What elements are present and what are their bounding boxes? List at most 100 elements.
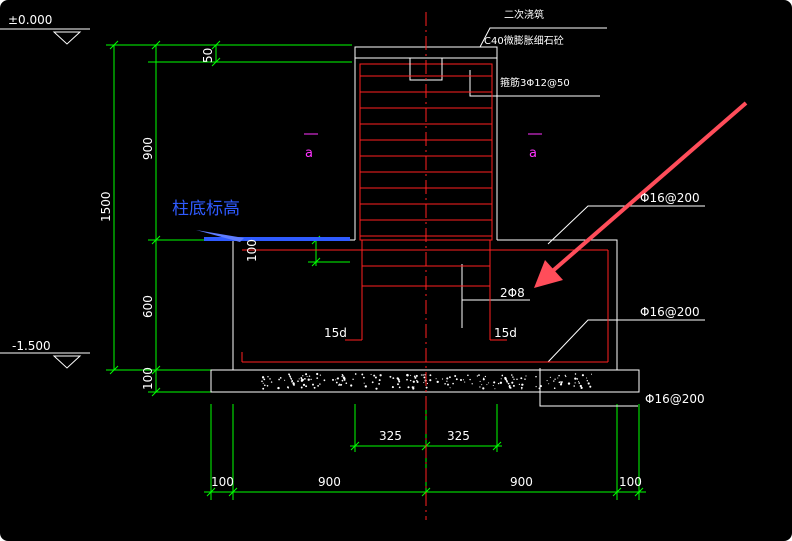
hatch-dot bbox=[444, 383, 446, 385]
hatch-dot bbox=[586, 377, 588, 379]
hatch-dot bbox=[406, 378, 408, 381]
hatch-dot bbox=[492, 384, 494, 387]
hatch-dot bbox=[262, 382, 264, 384]
hatch-dot bbox=[574, 377, 577, 380]
dim-900: 900 bbox=[141, 137, 155, 160]
hatch-dot bbox=[279, 377, 282, 379]
hatch-dot bbox=[341, 379, 344, 382]
hatch-dot bbox=[524, 378, 526, 380]
elevation-top-label: ±0.000 bbox=[8, 13, 52, 27]
hatch-dot bbox=[448, 376, 451, 379]
hatch-dot bbox=[352, 378, 354, 381]
hatch-dot bbox=[435, 378, 437, 380]
hatch-dot bbox=[263, 384, 266, 387]
hatch-dot bbox=[516, 378, 518, 381]
hatch-dot bbox=[397, 383, 399, 386]
hatch-dot bbox=[482, 387, 485, 390]
blue-pointer-arrow bbox=[196, 230, 350, 242]
hatch-dot bbox=[398, 380, 401, 383]
hatch-dot bbox=[459, 378, 463, 382]
hatch-dot bbox=[316, 377, 319, 379]
stirrups bbox=[360, 75, 492, 287]
hatch-dot bbox=[398, 386, 401, 389]
hatch-dot bbox=[521, 383, 524, 386]
rebar-spec-bottom: Φ16@200 bbox=[645, 392, 705, 406]
dim-900-left: 900 bbox=[318, 475, 341, 489]
hatch-dot bbox=[379, 374, 382, 377]
hatch-dot bbox=[302, 383, 306, 386]
hatch-dot bbox=[484, 375, 487, 378]
hatch-dot bbox=[520, 377, 523, 380]
hatch-dot bbox=[370, 373, 372, 375]
hatch-dot bbox=[374, 376, 377, 379]
hatch-dot bbox=[413, 386, 415, 388]
hatch-dot bbox=[588, 383, 590, 385]
hatch-dot bbox=[518, 383, 521, 386]
hatch-dot bbox=[578, 382, 581, 384]
hatch-dot bbox=[332, 378, 334, 381]
hatch-dot bbox=[424, 374, 426, 376]
hatch-dot bbox=[590, 373, 593, 375]
hatch-dot bbox=[462, 379, 464, 381]
hatch-dot bbox=[310, 378, 312, 381]
hatch-dot bbox=[504, 377, 507, 381]
hatch-dot bbox=[420, 374, 422, 376]
hatch-dot bbox=[350, 384, 353, 387]
blinding-hatch bbox=[261, 372, 593, 390]
hatch-dot bbox=[373, 374, 376, 377]
secondary-pour-label: 二次浇筑 bbox=[504, 8, 544, 21]
hatch-dot bbox=[525, 375, 527, 377]
hatch-dot bbox=[486, 384, 488, 386]
hatch-dot bbox=[317, 385, 319, 387]
dim-600: 600 bbox=[141, 295, 155, 318]
hatch-dot bbox=[378, 383, 380, 385]
hatch-dot bbox=[414, 376, 417, 379]
rebar-spec-mid: Φ16@200 bbox=[640, 305, 700, 319]
hatch-dot bbox=[436, 380, 439, 384]
hatch-dot bbox=[289, 376, 291, 378]
hatch-dot bbox=[269, 378, 271, 380]
hatch-dot bbox=[574, 382, 576, 384]
hatch-dot bbox=[298, 378, 300, 380]
hatch-dot bbox=[535, 386, 537, 388]
hatch-dot bbox=[261, 376, 265, 379]
hatch-dot bbox=[270, 381, 273, 383]
hatch-dot bbox=[488, 382, 490, 384]
dim-900-right: 900 bbox=[510, 475, 533, 489]
hatch-dot bbox=[307, 378, 310, 381]
hatch-dot bbox=[589, 385, 592, 388]
hatch-dot bbox=[319, 374, 322, 376]
column-base-elevation-label: 柱底标高 bbox=[172, 199, 240, 219]
hatch-dot bbox=[410, 379, 412, 382]
dim-100-left: 100 bbox=[211, 475, 234, 489]
hatch-dot bbox=[378, 379, 381, 382]
hatch-dot bbox=[449, 387, 451, 389]
hatch-dot bbox=[308, 375, 311, 377]
hatch-dot bbox=[292, 380, 294, 382]
hatch-dot bbox=[278, 378, 280, 381]
hatch-dot bbox=[345, 382, 348, 385]
hatch-dot bbox=[267, 375, 269, 378]
hatch-dot bbox=[338, 383, 341, 385]
hatch-dot bbox=[312, 383, 314, 386]
dim-100-lower: 100 bbox=[141, 367, 155, 390]
hatch-dot bbox=[579, 384, 582, 388]
hatch-dot bbox=[497, 382, 500, 385]
hatch-dot bbox=[452, 382, 454, 385]
hatch-dot bbox=[574, 373, 577, 375]
hatch-dot bbox=[557, 377, 559, 379]
hatch-dot bbox=[354, 373, 357, 375]
hatch-dot bbox=[479, 380, 481, 382]
hatch-dot bbox=[538, 387, 541, 390]
hatch-dot bbox=[412, 380, 415, 383]
hatch-dot bbox=[341, 375, 343, 378]
hatch-dot bbox=[426, 382, 428, 385]
hatch-dot bbox=[564, 374, 566, 377]
hatch-dot bbox=[305, 385, 308, 388]
dim-50: 50 bbox=[201, 48, 215, 63]
elevation-mark-top bbox=[52, 31, 82, 45]
hatch-dot bbox=[511, 381, 514, 384]
hatch-dot bbox=[266, 385, 269, 387]
